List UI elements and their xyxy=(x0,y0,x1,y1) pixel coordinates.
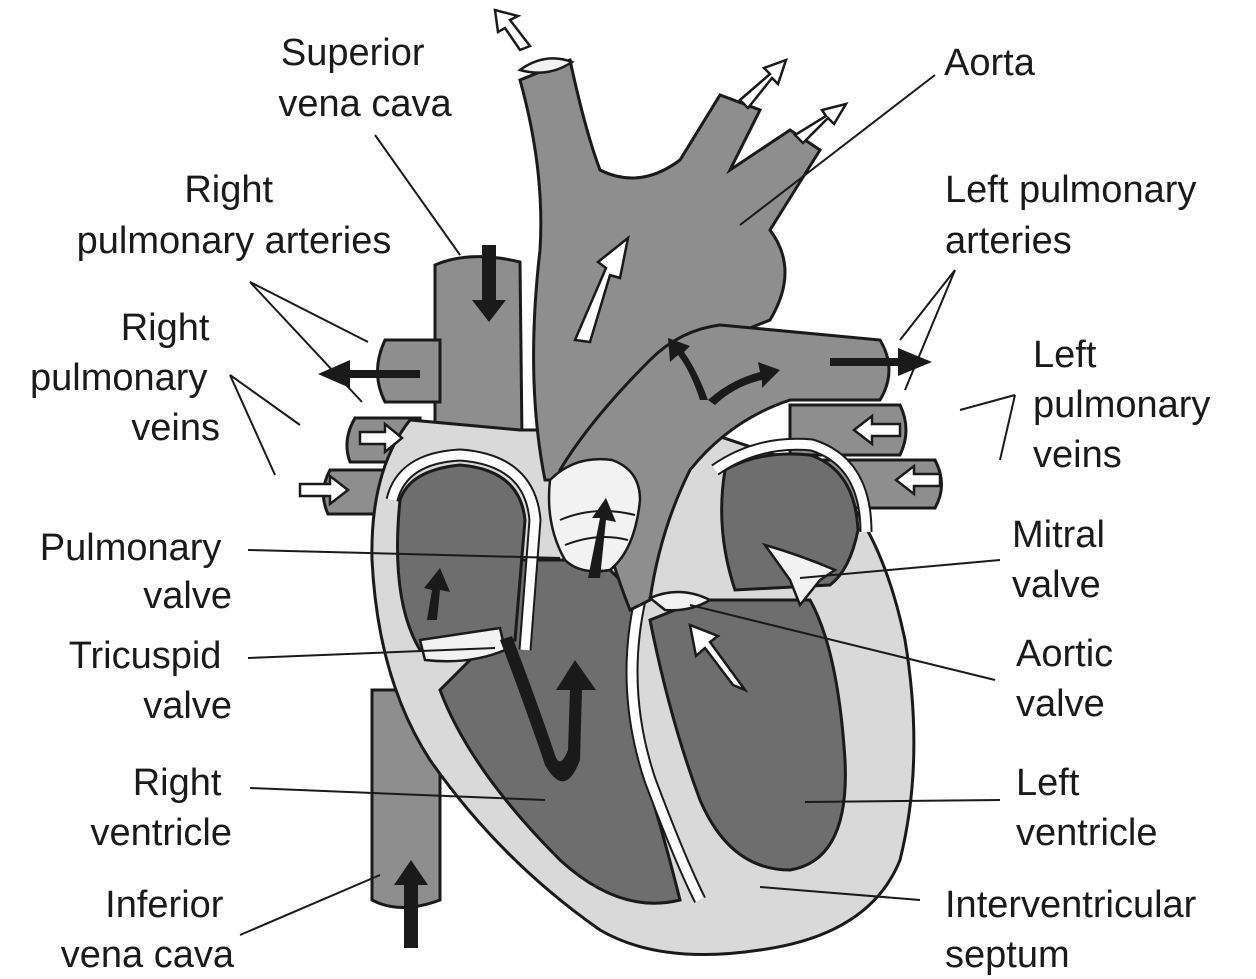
label-interventricular-septum: Interventricular septum xyxy=(945,884,1207,976)
label-left-pulmonary-veins: Left pulmonary veins xyxy=(1033,334,1221,476)
leader-right-pulmonary-arteries-1 xyxy=(250,282,368,342)
label-aortic-valve: Aortic valve xyxy=(1016,633,1124,725)
leader-left-pulmonary-veins-1 xyxy=(960,395,1015,410)
leader-right-pulmonary-arteries-2 xyxy=(250,282,362,402)
label-inferior-vena-cava: Inferior vena cava xyxy=(61,884,235,976)
label-tricuspid-valve: Tricuspid valve xyxy=(69,635,232,727)
label-right-ventricle: Right ventricle xyxy=(91,762,233,854)
label-right-pulmonary-arteries: Right pulmonary arteries xyxy=(77,169,392,262)
arrow-aorta-out-top xyxy=(495,10,530,50)
leader-inferior-vena-cava xyxy=(240,875,380,935)
superior-vena-cava xyxy=(435,257,522,440)
arrow-aorta-branch-1 xyxy=(740,60,786,108)
label-right-pulmonary-veins: Right pulmonary veins xyxy=(30,307,220,449)
label-superior-vena-cava: Superior vena cava xyxy=(278,32,452,125)
label-left-pulmonary-arteries: Left pulmonary arteries xyxy=(945,169,1207,262)
heart-illustration xyxy=(300,10,942,955)
leader-left-pulmonary-arteries-1 xyxy=(900,270,955,340)
label-pulmonary-valve: Pulmonary valve xyxy=(40,527,232,617)
leader-left-pulmonary-veins-2 xyxy=(1000,395,1015,460)
label-aorta: Aorta xyxy=(944,42,1036,84)
label-left-ventricle: Left ventricle xyxy=(1016,762,1158,854)
leader-left-pulmonary-arteries-2 xyxy=(905,270,955,390)
label-mitral-valve: Mitral valve xyxy=(1012,514,1115,606)
arrow-aorta-branch-2 xyxy=(795,104,846,143)
